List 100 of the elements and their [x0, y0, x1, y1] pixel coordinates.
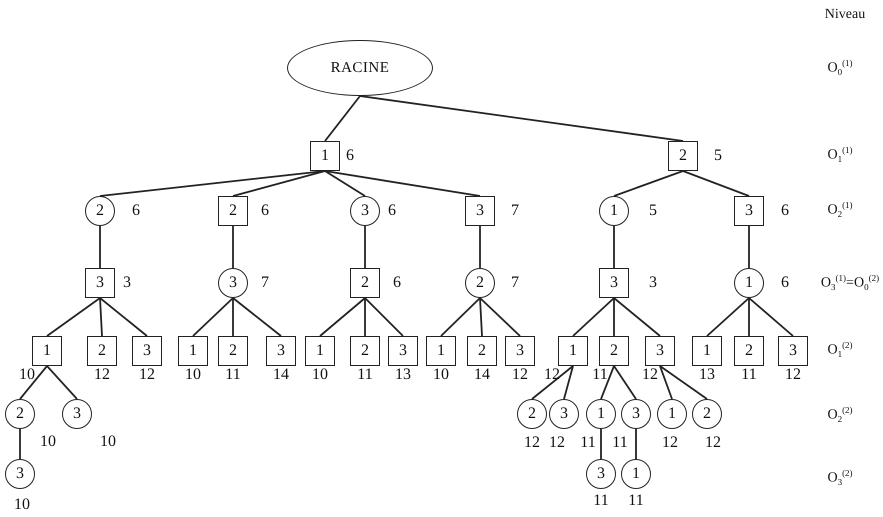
- tree-edge: [232, 297, 282, 337]
- node-value: 7: [511, 203, 519, 219]
- circle-node: [62, 399, 92, 429]
- circle-node: [5, 459, 35, 489]
- square-node: [692, 336, 722, 366]
- tree-edge: [324, 95, 361, 142]
- node-number: 2: [229, 202, 237, 220]
- node-number: 3: [16, 465, 24, 483]
- node-number: 2: [745, 342, 753, 360]
- square-node: [645, 336, 675, 366]
- node-value: 14: [474, 367, 490, 383]
- circle-node: [517, 399, 547, 429]
- circle-node: [465, 268, 495, 298]
- square-node: [558, 336, 588, 366]
- tree-edge: [232, 170, 326, 197]
- node-number: 3: [143, 342, 151, 360]
- tree-edge: [600, 366, 615, 400]
- node-value: 12: [512, 367, 528, 383]
- circle-node: [85, 196, 115, 226]
- node-number: 3: [277, 342, 285, 360]
- square-node: [505, 336, 535, 366]
- tree-edge: [613, 297, 661, 337]
- node-number: 2: [98, 342, 106, 360]
- node-number: 2: [679, 147, 687, 165]
- tree-edge: [364, 298, 366, 336]
- node-number: 3: [656, 342, 664, 360]
- node-number: 1: [437, 342, 445, 360]
- node-value: 7: [511, 275, 519, 291]
- node-number: 2: [229, 342, 237, 360]
- square-node: [85, 268, 115, 298]
- square-node: [218, 336, 248, 366]
- node-value: 5: [649, 203, 657, 219]
- tree-edge: [19, 365, 48, 400]
- column-heading: Niveau: [824, 8, 866, 22]
- tree-edge: [748, 226, 750, 268]
- circle-node: [734, 268, 764, 298]
- tree-edge: [682, 170, 750, 197]
- node-value: 12: [549, 435, 565, 451]
- tree-edge: [99, 226, 101, 268]
- tree-edge: [46, 365, 78, 400]
- square-node: [467, 336, 497, 366]
- circle-node: [350, 196, 380, 226]
- node-number: 3: [516, 342, 524, 360]
- node-value: 10: [19, 367, 35, 383]
- tree-edge: [706, 297, 750, 337]
- square-node: [668, 141, 698, 171]
- circle-node: [599, 196, 629, 226]
- tree-edge: [572, 297, 615, 337]
- node-value: 10: [433, 367, 449, 383]
- node-number: 1: [321, 147, 329, 165]
- square-node: [599, 268, 629, 298]
- node-number: 1: [189, 342, 197, 360]
- node-value: 12: [785, 367, 801, 383]
- node-value: 10: [40, 434, 56, 450]
- node-value: 12: [524, 435, 540, 451]
- node-number: 3: [96, 274, 104, 292]
- tree-edge: [19, 429, 21, 459]
- circle-node: [621, 399, 651, 429]
- tree-edge: [232, 298, 234, 336]
- square-node: [266, 336, 296, 366]
- node-number: 1: [316, 342, 324, 360]
- node-value: 12: [705, 435, 721, 451]
- node-number: 1: [745, 274, 753, 292]
- node-number: 2: [361, 274, 369, 292]
- node-number: 1: [569, 342, 577, 360]
- node-value: 6: [132, 203, 140, 219]
- tree-edge: [748, 297, 794, 337]
- tree-edge: [319, 297, 366, 337]
- tree-edge: [364, 297, 404, 337]
- square-node: [87, 336, 117, 366]
- tree-edge: [99, 297, 148, 337]
- tree-edge: [479, 226, 481, 268]
- node-value: 5: [714, 148, 722, 164]
- node-number: 2: [361, 342, 369, 360]
- node-value: 7: [261, 275, 269, 291]
- square-node: [426, 336, 456, 366]
- circle-node: [586, 399, 616, 429]
- node-number: 3: [229, 274, 237, 292]
- square-node: [32, 336, 62, 366]
- node-number: 3: [476, 202, 484, 220]
- node-number: 1: [597, 405, 605, 423]
- square-node: [388, 336, 418, 366]
- tree-edge: [364, 226, 366, 268]
- tree-edge: [635, 429, 637, 459]
- circle-node: [586, 459, 616, 489]
- node-number: 3: [597, 465, 605, 483]
- node-value: 3: [649, 275, 657, 291]
- tree-edge: [192, 297, 234, 337]
- square-node: [599, 336, 629, 366]
- tree-edge: [479, 298, 483, 336]
- node-number: 2: [703, 405, 711, 423]
- node-value: 6: [393, 275, 401, 291]
- node-number: 1: [668, 405, 676, 423]
- node-value: 10: [312, 367, 328, 383]
- node-value: 6: [261, 203, 269, 219]
- tree-edge: [613, 366, 637, 400]
- node-value: 6: [388, 203, 396, 219]
- node-value: 13: [395, 367, 411, 383]
- node-value: 12: [94, 367, 110, 383]
- node-number: 3: [745, 202, 753, 220]
